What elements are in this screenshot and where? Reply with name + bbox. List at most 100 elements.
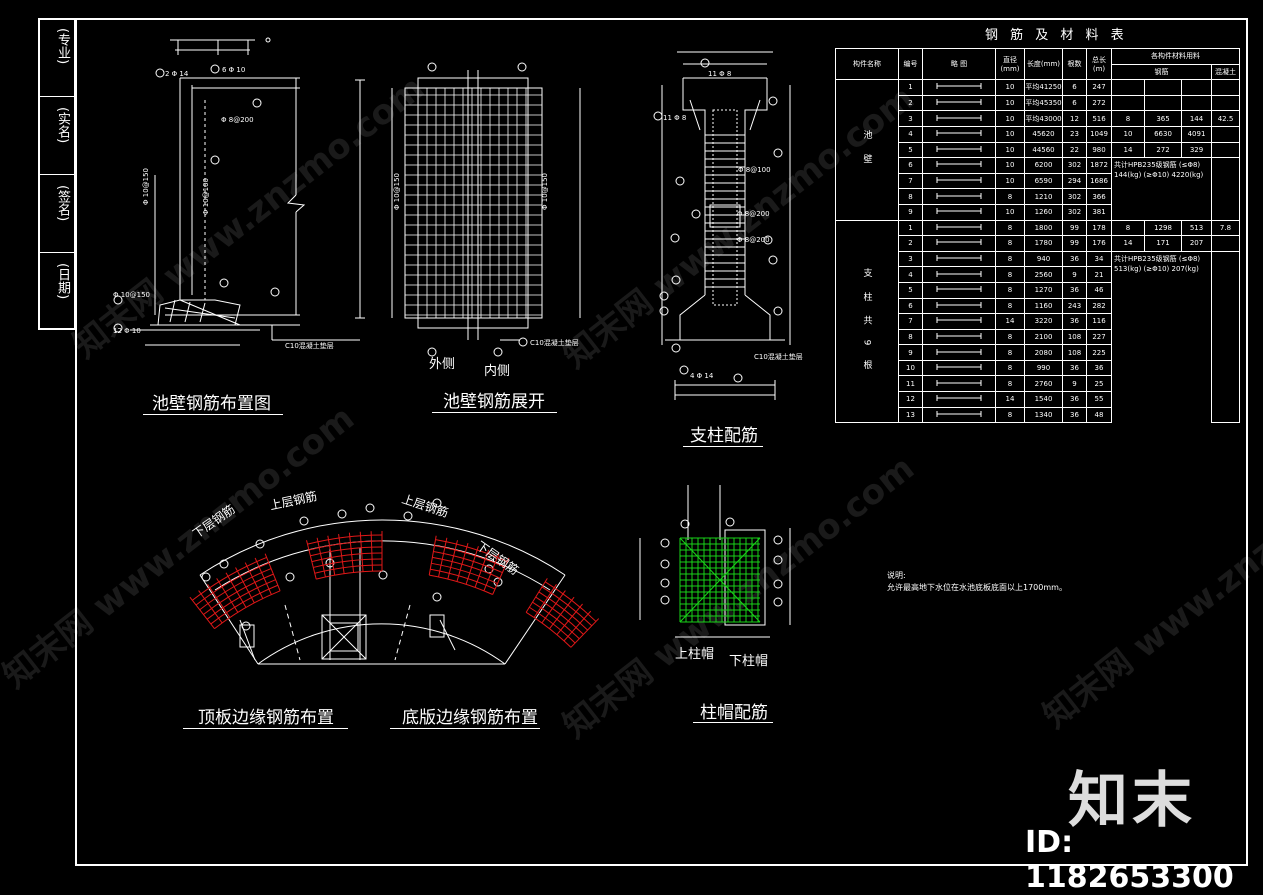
strip-cell: (签名): [40, 175, 74, 253]
cell-len: 平均41250: [1024, 79, 1063, 96]
cell-weight: 207: [1181, 235, 1212, 252]
red-rebar-radial: [492, 557, 510, 595]
sketch-icon: [936, 348, 982, 355]
red-rebar-radial: [533, 584, 557, 618]
cell-len: 940: [1024, 250, 1063, 268]
cell-dia: 8: [995, 235, 1025, 252]
cell-total: 1049: [1086, 125, 1112, 143]
cell-weight: 513: [1181, 219, 1212, 237]
red-rebar-arc: [313, 558, 383, 568]
red-rebar-radial: [563, 610, 592, 642]
cell-concrete: [1211, 235, 1240, 252]
sketch-icon: [936, 286, 982, 293]
strip-cell: (实名): [40, 97, 74, 175]
watermark-logo: 知末: [1068, 766, 1196, 836]
cell-count: 108: [1062, 344, 1087, 361]
red-rebar-radial: [225, 572, 247, 608]
header-total: 总长(m): [1086, 47, 1112, 81]
cell-count: 36: [1062, 391, 1087, 408]
header-count: 根数: [1062, 47, 1087, 81]
cell-no: 3: [898, 250, 923, 268]
header-materials: 各构件材料用料: [1111, 48, 1240, 65]
red-rebar-radial: [541, 590, 566, 624]
cell-len: 1780: [1024, 235, 1063, 252]
cell-dia: 8: [995, 344, 1025, 361]
sketch-cell: [922, 141, 996, 159]
cell-no: 5: [898, 141, 923, 159]
red-rebar-arc: [431, 562, 498, 585]
cell-concrete: 7.8: [1211, 219, 1240, 237]
sketch-icon: [936, 364, 982, 371]
cell-total: 116: [1086, 313, 1112, 330]
outer-side-label: 外侧: [429, 357, 456, 372]
cell-no: 2: [898, 235, 923, 252]
cell-concrete: 42.5: [1211, 110, 1240, 127]
cell-no: 7: [898, 172, 923, 190]
sketch-cell: [922, 79, 996, 96]
title-column: 支柱配筋: [690, 426, 758, 446]
bar-label: 6 Φ 10: [222, 66, 245, 74]
material-table: 构件名称 编号 略 图 直径(mm) 长度(mm) 根数 总长(m) 各构件材料…: [835, 47, 1240, 424]
cell-count: 302: [1062, 188, 1087, 205]
cell-dia: 10: [995, 157, 1025, 174]
cell-count: 23: [1062, 125, 1087, 143]
cell-total: 25: [1086, 375, 1112, 393]
group-total-note: 共计HPB235级钢筋 (≤Φ8) 144(kg) (≥Φ10) 4220(kg…: [1114, 161, 1204, 180]
cell-total: 227: [1086, 328, 1112, 346]
cell-dia: 10: [995, 79, 1025, 96]
red-rebar-radial: [207, 584, 231, 618]
sketch-cell: [922, 375, 996, 393]
cell-dia2: 8: [1111, 219, 1145, 237]
sketch-cell: [922, 250, 996, 268]
cell-dia2: 14: [1111, 235, 1145, 252]
title-underline: [683, 446, 763, 447]
cell-count: 12: [1062, 110, 1087, 127]
red-rebar-radial: [348, 532, 355, 573]
red-rebar-radial: [474, 549, 490, 588]
strip-text-sign: (签名): [55, 185, 70, 222]
red-rebar-arc: [311, 552, 383, 563]
cell-count: 99: [1062, 235, 1087, 252]
drawing-frame: [75, 18, 1248, 866]
red-rebar-radial: [327, 535, 336, 576]
red-rebar-arc: [316, 570, 383, 580]
sketch-cell: [922, 391, 996, 408]
cell-len: 45620: [1024, 125, 1063, 143]
cell-total: 516: [1086, 110, 1112, 127]
cell-total: 34: [1086, 250, 1112, 268]
red-rebar-arc: [435, 539, 508, 563]
cell-count: 36: [1062, 281, 1087, 299]
lower-cap-label: 下柱帽: [729, 654, 769, 669]
cell-no: 10: [898, 359, 923, 377]
sketch-cell: [922, 110, 996, 127]
cell-len2: [1144, 79, 1182, 96]
sketch-cell: [922, 266, 996, 283]
title-wall-layout: 池壁钢筋布置图: [152, 394, 271, 414]
red-rebar-radial: [189, 596, 215, 629]
sketch-icon: [936, 83, 982, 90]
header-member: 构件名称: [835, 47, 899, 81]
green-rebar-diag: [679, 537, 761, 623]
red-rebar-arc: [433, 551, 503, 574]
cell-concrete: [1211, 157, 1240, 221]
sketch-cell: [922, 172, 996, 190]
cell-dia: 8: [995, 219, 1025, 237]
strip-text-name: (实名): [55, 107, 70, 144]
cell-len: 44560: [1024, 141, 1063, 159]
slab-edge-drawing: [189, 498, 600, 665]
sketch-cell: [922, 406, 996, 424]
header-concrete: 混凝土: [1211, 63, 1240, 81]
sketch-cell: [922, 157, 996, 174]
cell-dia: 10: [995, 110, 1025, 127]
bar-label: 4 Φ 14: [690, 372, 714, 380]
bar-label: Φ 8@200: [737, 236, 770, 244]
cell-count: 9: [1062, 266, 1087, 283]
